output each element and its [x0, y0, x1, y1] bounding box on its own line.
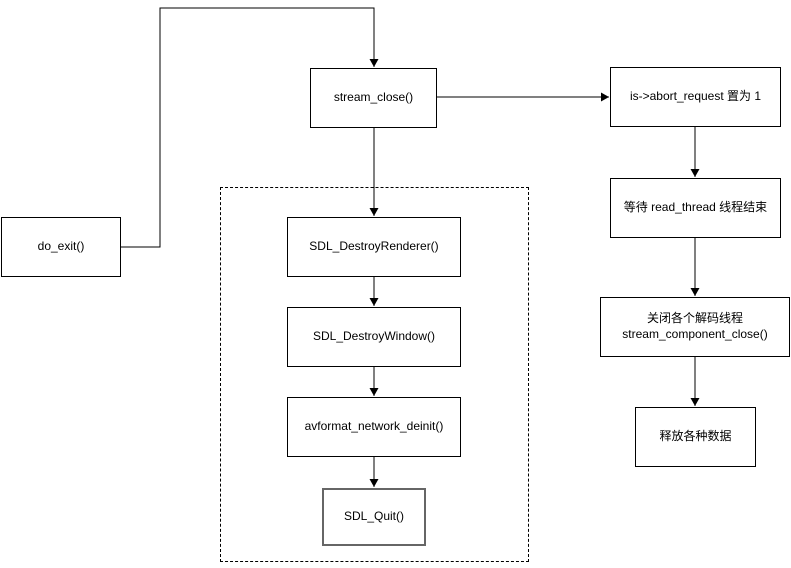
node-sdl-destroy-window: SDL_DestroyWindow()	[287, 307, 461, 367]
node-sdl-destroy-window-label: SDL_DestroyWindow()	[312, 329, 436, 344]
node-sdl-quit: SDL_Quit()	[322, 488, 426, 546]
node-sdl-destroy-renderer-label: SDL_DestroyRenderer()	[309, 239, 439, 254]
node-close-decoders-label-line2: stream_component_close()	[622, 327, 768, 341]
node-wait-read-thread-label: 等待 read_thread 线程结束	[623, 200, 768, 215]
node-stream-close-label: stream_close()	[333, 90, 414, 105]
node-abort-request-label: is->abort_request 置为 1	[629, 89, 762, 104]
node-free-data-label: 释放各种数据	[659, 429, 732, 444]
node-do-exit-label: do_exit()	[37, 239, 85, 254]
node-do-exit: do_exit()	[1, 217, 121, 277]
node-stream-close: stream_close()	[310, 68, 437, 128]
node-abort-request: is->abort_request 置为 1	[610, 67, 781, 127]
node-free-data: 释放各种数据	[635, 407, 756, 467]
node-avformat-network-deinit-label: avformat_network_deinit()	[304, 419, 444, 434]
node-sdl-destroy-renderer: SDL_DestroyRenderer()	[287, 217, 461, 277]
sdl-cleanup-group-dashed-box	[220, 187, 529, 562]
node-wait-read-thread: 等待 read_thread 线程结束	[610, 178, 781, 238]
node-close-decoders-label-line1: 关闭各个解码线程	[646, 311, 743, 326]
node-avformat-network-deinit: avformat_network_deinit()	[287, 397, 461, 457]
node-sdl-quit-label: SDL_Quit()	[343, 509, 405, 524]
node-close-decoders: 关闭各个解码线程 stream_component_close()	[600, 297, 790, 357]
